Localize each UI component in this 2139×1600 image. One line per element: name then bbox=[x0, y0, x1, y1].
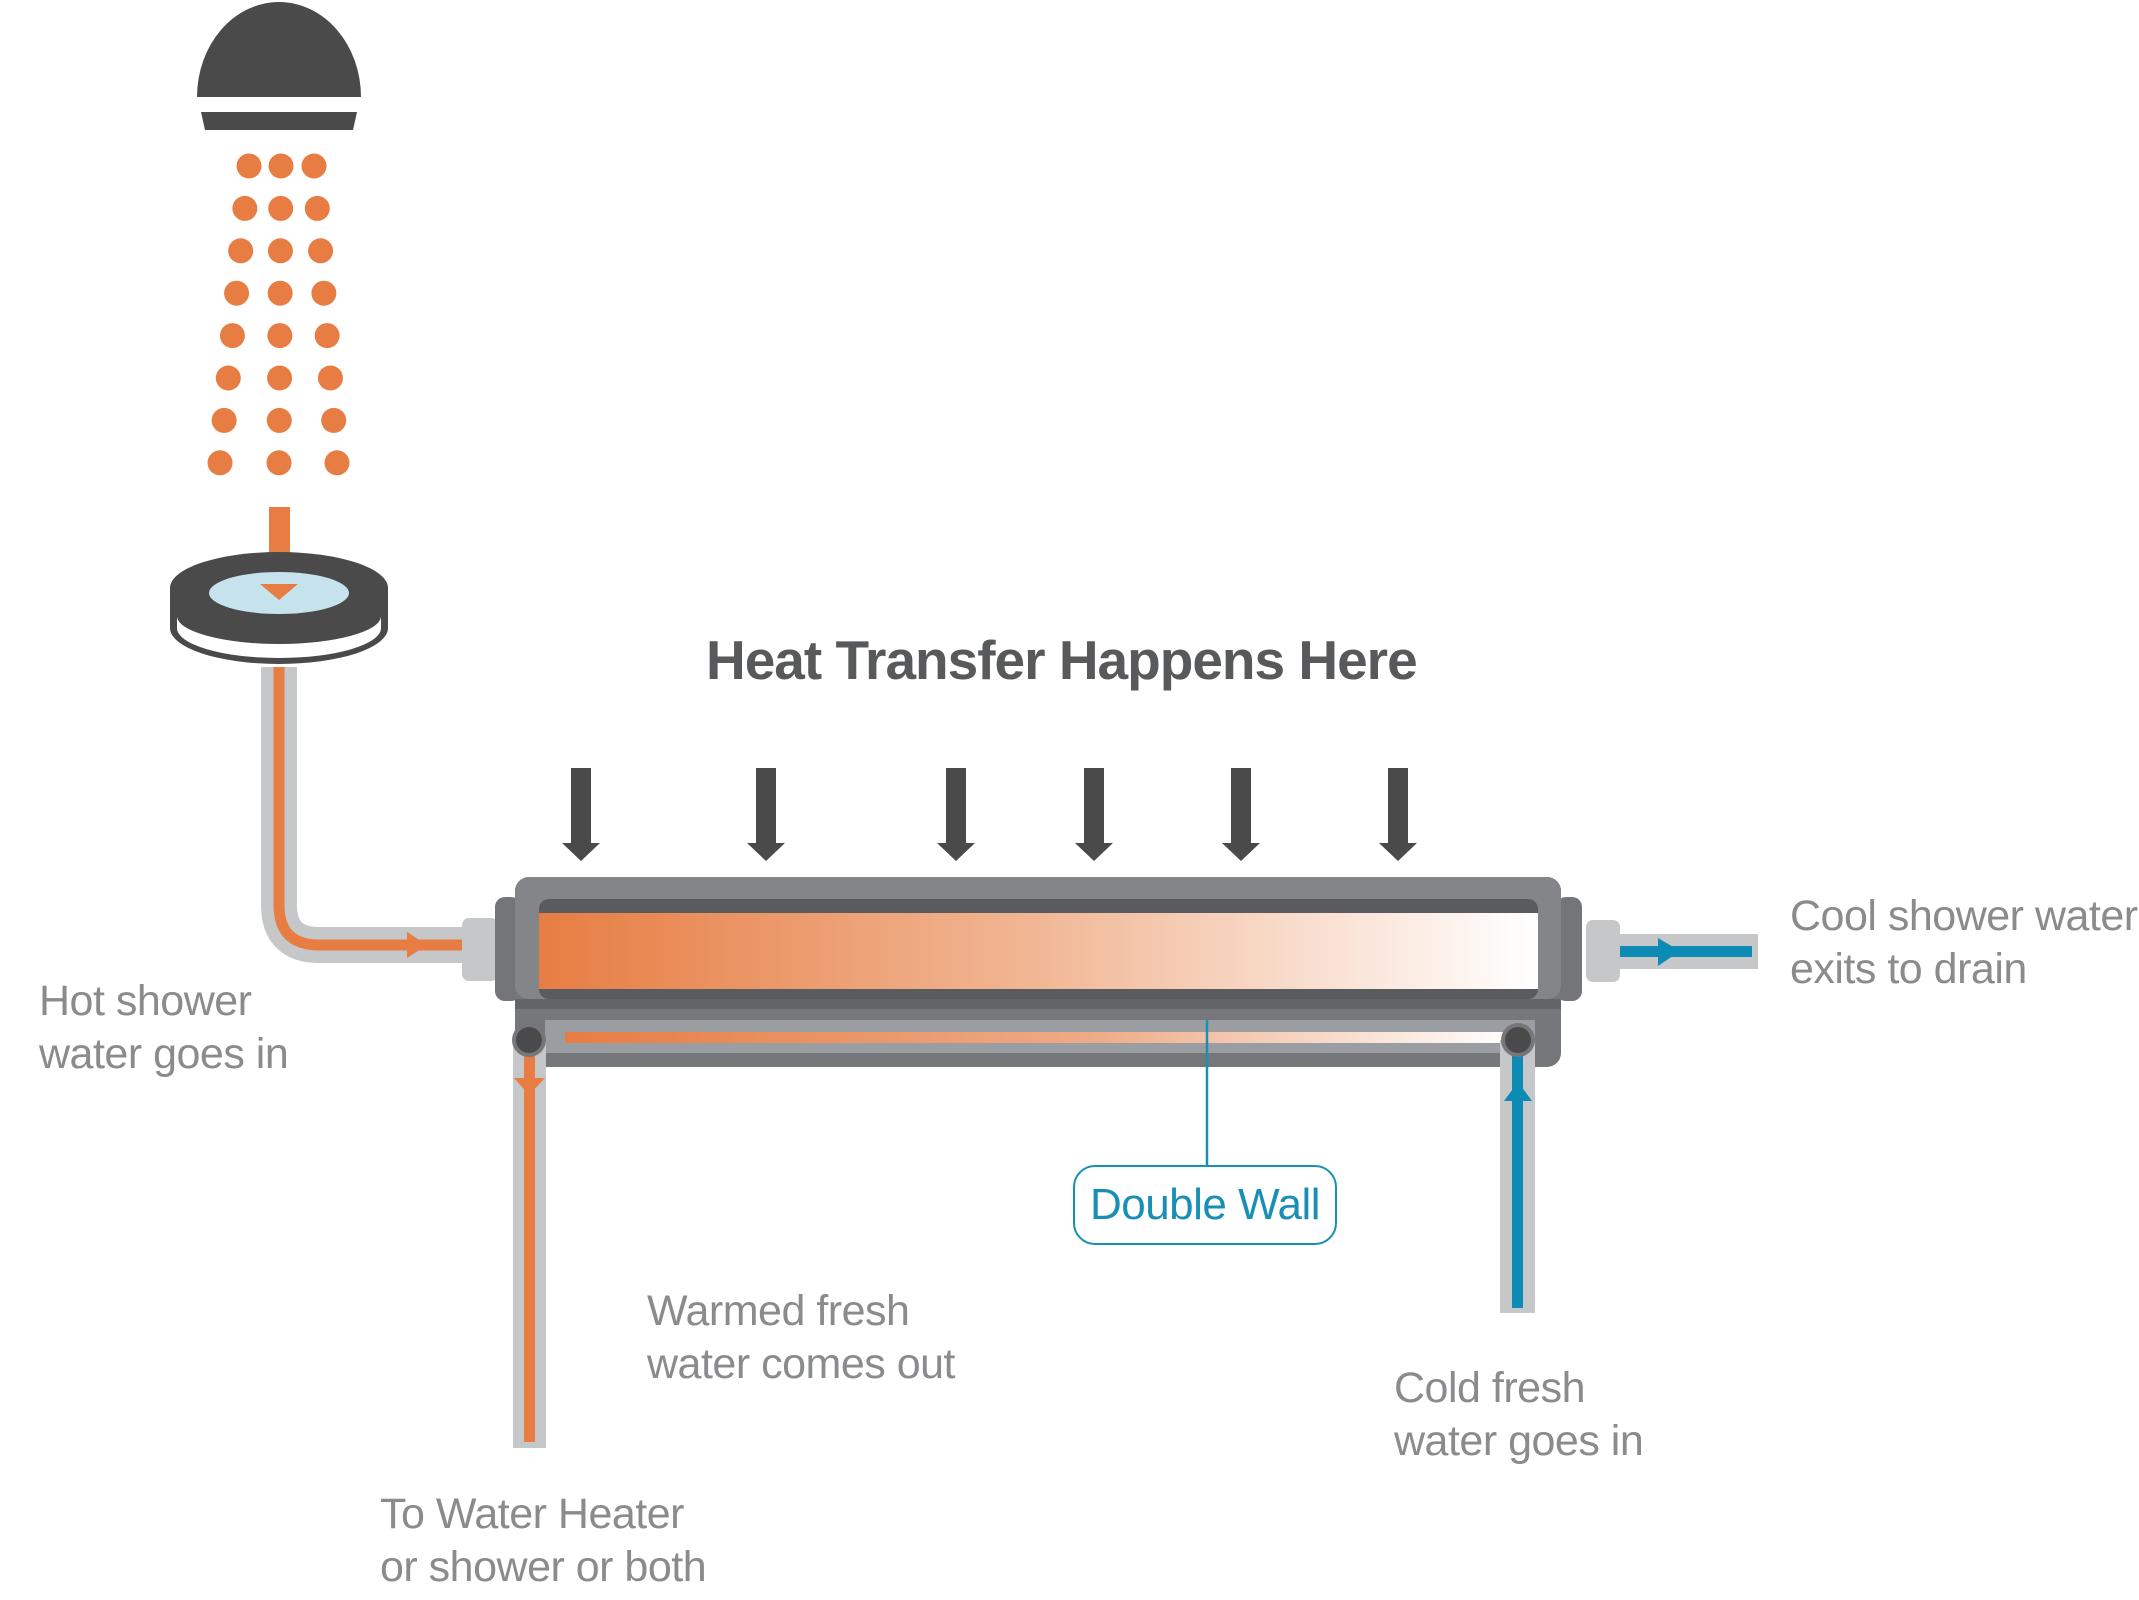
fresh-water-channel bbox=[565, 1032, 1515, 1043]
down-arrow-icon bbox=[1222, 768, 1260, 861]
double-wall-callout: Double Wall bbox=[1073, 1165, 1337, 1245]
water-drop bbox=[267, 323, 293, 349]
label-hot-shower-water-in: Hot shower water goes in bbox=[39, 977, 289, 1078]
water-drop bbox=[301, 153, 327, 179]
drain-pipe bbox=[261, 667, 470, 963]
water-drop bbox=[317, 365, 343, 391]
hot-water-channel bbox=[539, 913, 1538, 989]
label-cool-water-to-drain: Cool shower water exits to drain bbox=[1790, 892, 2138, 993]
down-arrow-icon bbox=[1379, 768, 1417, 861]
cold-inlet-pipe bbox=[1500, 1023, 1535, 1313]
water-drops-icon bbox=[207, 153, 350, 476]
down-arrow-icon bbox=[562, 768, 600, 861]
drain-icon bbox=[170, 552, 388, 664]
water-drop bbox=[308, 238, 334, 264]
heat-arrows bbox=[562, 768, 1417, 861]
water-drop bbox=[236, 153, 262, 179]
water-drop bbox=[266, 407, 292, 433]
inlet-connector bbox=[462, 918, 498, 981]
label-to-water-heater: To Water Heater or shower or both bbox=[380, 1490, 707, 1591]
water-drop bbox=[268, 195, 294, 221]
water-drop bbox=[232, 195, 258, 221]
water-drop bbox=[314, 323, 340, 349]
label-cold-fresh-water-in: Cold fresh water goes in bbox=[1394, 1364, 1644, 1465]
water-drop bbox=[321, 407, 347, 433]
water-drop bbox=[311, 280, 337, 306]
shower-head-icon bbox=[197, 2, 361, 130]
down-arrow-icon bbox=[747, 768, 785, 861]
water-drop bbox=[304, 195, 330, 221]
heat-exchanger bbox=[515, 877, 1561, 1067]
water-drop bbox=[215, 365, 241, 391]
water-drop bbox=[267, 280, 293, 306]
water-drop bbox=[224, 280, 250, 306]
water-drop bbox=[219, 323, 245, 349]
water-drop bbox=[324, 450, 350, 476]
water-drop bbox=[268, 153, 294, 179]
diagram-title: Heat Transfer Happens Here bbox=[706, 629, 1418, 691]
water-drop bbox=[267, 238, 293, 264]
down-arrow-icon bbox=[1075, 768, 1113, 861]
water-drop bbox=[211, 407, 237, 433]
flow-arrow-icon bbox=[514, 1078, 545, 1095]
warm-outlet-pipe bbox=[512, 1023, 546, 1448]
water-drop bbox=[228, 238, 254, 264]
water-drop bbox=[267, 365, 293, 391]
water-drop bbox=[266, 450, 292, 476]
flow-arrow-icon bbox=[407, 932, 427, 958]
down-arrow-icon bbox=[937, 768, 975, 861]
water-drop bbox=[207, 450, 233, 476]
flow-arrow-icon bbox=[1504, 1082, 1532, 1101]
flow-arrow-icon bbox=[1658, 938, 1680, 966]
label-warmed-fresh-water-out: Warmed fresh water comes out bbox=[647, 1287, 955, 1388]
outlet-connector bbox=[1586, 920, 1620, 982]
